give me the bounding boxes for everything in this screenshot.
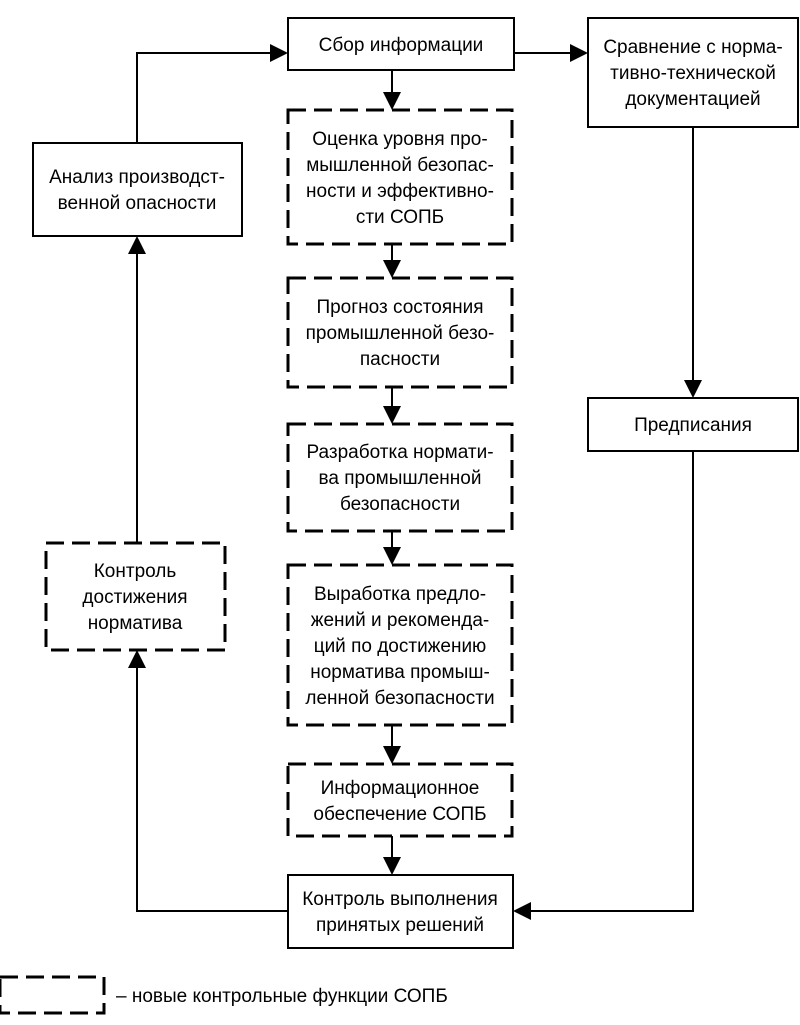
node-label-line: ций по достижению <box>314 636 487 657</box>
edge-kontrol-vyp-to-kontrol-norm <box>136 652 288 912</box>
node-label-line: ва промышленной <box>319 468 482 489</box>
node-kontrol-dostizheniya-label: Контроль достижения норматива <box>82 561 187 634</box>
node-label-line: пасности <box>360 349 440 370</box>
arrowhead-razrabotka <box>383 406 401 424</box>
node-label-line: безопасности <box>340 494 460 515</box>
arrowhead-kontrol-norm <box>128 650 146 668</box>
arrowhead-ocenka <box>383 92 401 110</box>
node-kontrol-vypolneniya-label: Контроль выполнения принятых решений <box>302 889 498 936</box>
node-razrabotka: Разработка нормати-ва промышленной безопа… <box>286 422 514 533</box>
node-kontrol-dostizheniya: Контроль достижения норматива <box>44 541 227 652</box>
arrowhead-prognoz <box>383 260 401 278</box>
node-label-line: достижения <box>82 587 187 608</box>
arrowhead-vyrabotka <box>383 547 401 565</box>
node-prognoz: Прогноз состояния промышленной безо-пасно… <box>286 276 514 389</box>
arrowhead-sbor <box>270 44 288 62</box>
node-sravnenie: Сравнение с норма-тивно-технической докум… <box>587 17 799 128</box>
legend-dashed-swatch <box>0 975 106 1015</box>
node-analiz-label: Анализ производст-венной опасности <box>49 167 225 214</box>
legend: – новые контрольные функции СОПБ <box>0 975 448 1015</box>
arrowhead-predpisaniya <box>684 380 702 398</box>
node-label-line: венной опасности <box>58 193 217 214</box>
arrowhead-sravnenie <box>570 44 588 62</box>
legend-text: – новые контрольные функции СОПБ <box>116 986 448 1007</box>
node-sbor-informacii: Сбор информации <box>287 17 515 71</box>
node-prognoz-label: Прогноз состояния промышленной безо-пасно… <box>306 297 495 370</box>
edges <box>128 44 702 920</box>
edge-predpisaniya-to-kontrol-vyp <box>515 451 694 912</box>
node-label-line: сти СОПБ <box>356 207 444 228</box>
node-label-line: мышленной безопас- <box>306 155 494 176</box>
node-label-line: Прогноз состояния <box>316 297 483 318</box>
node-label-line: Информационное <box>321 778 480 799</box>
node-label-line: Оценка уровня про- <box>312 129 487 150</box>
node-predpisaniya-label: Предписания <box>634 415 752 436</box>
node-label-line: документацией <box>625 89 760 110</box>
node-analiz: Анализ производст-венной опасности <box>32 142 243 237</box>
node-kontrol-vypolneniya: Контроль выполнения принятых решений <box>287 874 514 949</box>
node-label-line: Сбор информации <box>319 35 484 56</box>
node-label-line: обеспечение СОПБ <box>313 804 486 825</box>
node-label-line: норматива промыш- <box>310 662 490 683</box>
node-sbor-label: Сбор информации <box>319 35 484 56</box>
node-informacionnoe: Информационное обеспечение СОПБ <box>286 762 514 838</box>
node-label-line: Разработка нормати- <box>306 442 493 463</box>
node-informacionnoe-label: Информационное обеспечение СОПБ <box>313 778 486 825</box>
node-label-line: принятых решений <box>316 915 484 936</box>
node-sravnenie-label: Сравнение с норма-тивно-технической докум… <box>603 37 782 110</box>
node-vyrabotka: Выработка предло-жений и рекоменда-ций п… <box>286 563 514 727</box>
node-ocenka-label: Оценка уровня про-мышленной безопас-ност… <box>306 129 494 228</box>
arrowhead-info <box>383 746 401 764</box>
node-label-line: Предписания <box>634 415 752 436</box>
node-vyrabotka-label: Выработка предло-жений и рекоменда-ций п… <box>305 584 494 709</box>
arrowhead-kontrol-vyp-top <box>383 857 401 875</box>
node-ocenka: Оценка уровня про-мышленной безопас-ност… <box>286 108 514 246</box>
node-label-line: ленной безопасности <box>305 688 494 709</box>
node-label-line: Выработка предло- <box>314 584 486 605</box>
node-label-line: Контроль <box>94 561 177 582</box>
node-label-line: промышленной безо- <box>306 323 495 344</box>
arrowhead-analiz <box>128 236 146 254</box>
node-label-line: ности и эффективно- <box>306 181 494 202</box>
node-label-line: Контроль выполнения <box>302 889 498 910</box>
node-label-line: жений и рекоменда- <box>311 610 490 631</box>
edge-analiz-to-sbor <box>136 52 286 143</box>
arrowhead-kontrol-vyp-right <box>513 902 531 920</box>
node-label-line: Анализ производст- <box>49 167 225 188</box>
node-label-line: Сравнение с норма- <box>603 37 782 58</box>
node-predpisaniya: Предписания <box>587 397 799 452</box>
node-label-line: тивно-технической <box>610 63 776 84</box>
node-label-line: норматива <box>88 613 183 634</box>
node-razrabotka-label: Разработка нормати-ва промышленной безопа… <box>306 442 493 515</box>
